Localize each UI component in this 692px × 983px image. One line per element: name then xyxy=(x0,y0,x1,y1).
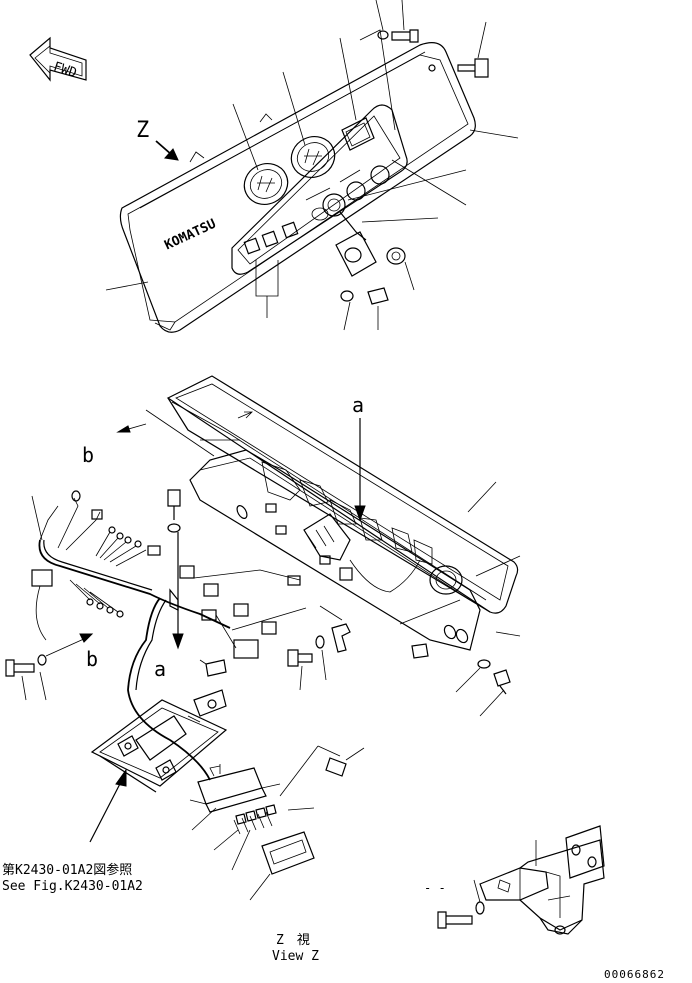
right-fasteners xyxy=(287,623,511,717)
reference-en: See Fig.K2430-01A2 xyxy=(2,879,143,894)
a-label-top: a xyxy=(352,393,364,417)
z-marker-label: Z xyxy=(136,118,149,143)
view-z-jp: Z 視 xyxy=(276,933,310,948)
b-label-bottom: b xyxy=(86,647,98,671)
fwd-arrow: FWD xyxy=(29,36,87,82)
instrument-panel-lower: a b xyxy=(82,375,521,651)
fwd-label: FWD xyxy=(51,60,78,82)
z-view-marker: Z xyxy=(136,118,179,161)
brand-logo: KOMATSU xyxy=(162,217,218,254)
document-number: 00066862 xyxy=(604,968,665,981)
view-z-bracket: - - Z 視 View Z xyxy=(272,825,605,964)
wiring-harness: a b xyxy=(5,489,307,781)
b-label-top: b xyxy=(82,443,94,467)
a-label-bottom: a xyxy=(154,657,166,681)
dash-marks: - - xyxy=(424,881,446,895)
reference-jp: 第K2430-01A2図参照 xyxy=(2,862,132,878)
controller-bracket: 第K2430-01A2図参照 See Fig.K2430-01A2 xyxy=(2,689,365,901)
instrument-panel-upper: KOMATSU xyxy=(105,0,519,333)
view-z-en: View Z xyxy=(272,949,319,964)
